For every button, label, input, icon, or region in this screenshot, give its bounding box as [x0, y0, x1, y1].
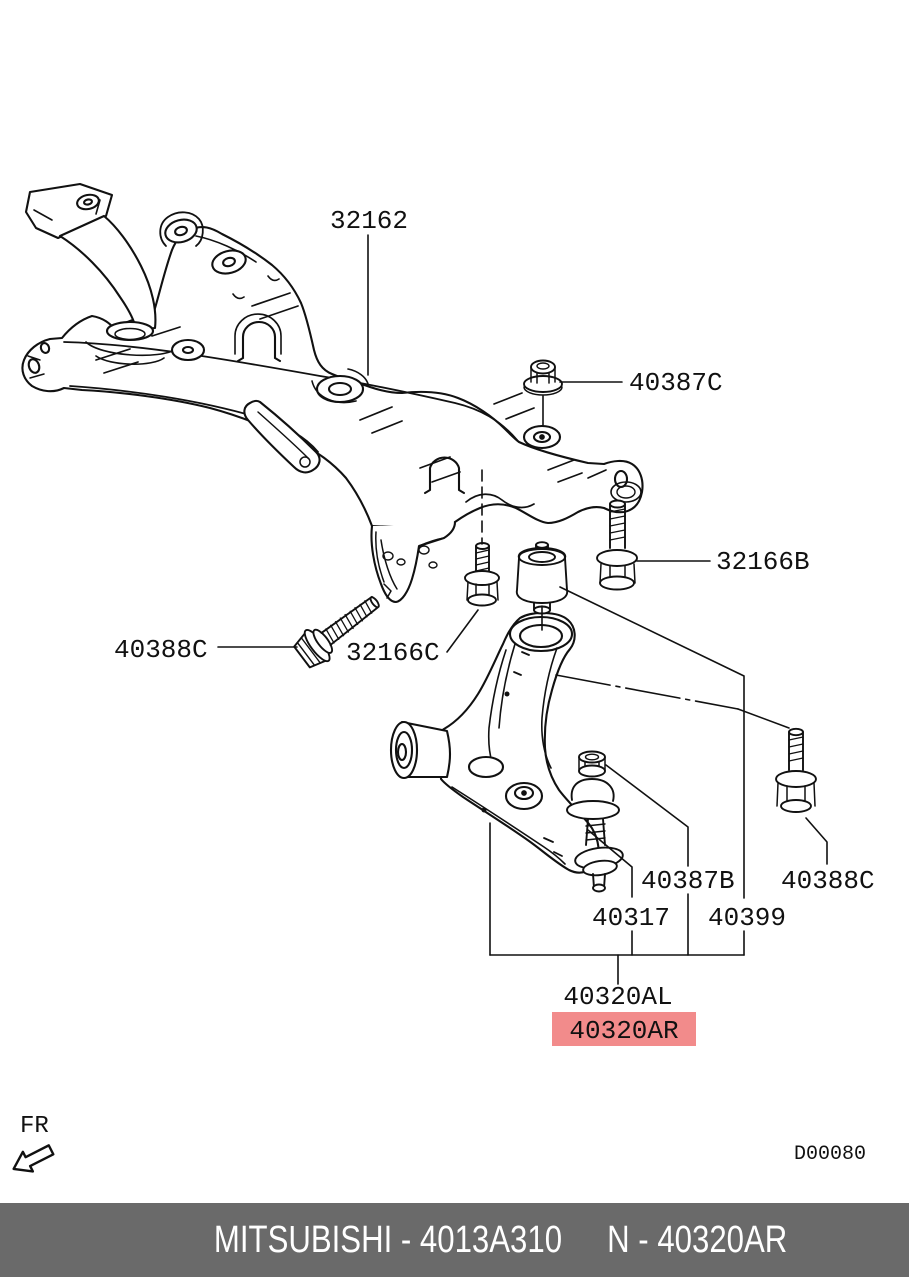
part-label-40387b[interactable]: 40387B [641, 866, 735, 896]
part-label-40320al[interactable]: 40320AL [563, 982, 672, 1012]
part-label-32166b[interactable]: 32166B [716, 547, 810, 577]
fr-label: FR [20, 1113, 49, 1140]
bushing-40399 [515, 541, 569, 615]
part-label-40388c-right[interactable]: 40388C [781, 866, 875, 896]
part-label-40399[interactable]: 40399 [708, 903, 786, 933]
arm-mount-bracket [370, 520, 457, 604]
control-arm-drawing [389, 611, 600, 874]
parts-diagram: 32162 40387C 32166B 40388C 32166C 40387B… [12, 182, 875, 1173]
selected-part-highlight [552, 1012, 696, 1046]
footer-selected-part: N - 40320AR [607, 1218, 788, 1261]
bolt-40388c-left [293, 595, 380, 669]
bolt-40388c-right [775, 727, 817, 813]
part-label-40317[interactable]: 40317 [592, 903, 670, 933]
leader-lines [217, 234, 828, 985]
part-label-32166c[interactable]: 32166C [346, 638, 440, 668]
control-arm-body [439, 611, 600, 874]
crossmember-tube [58, 214, 157, 332]
crossmember-drawing [21, 182, 644, 604]
front-direction-indicator: FR [12, 1113, 55, 1173]
footer-bar: MITSUBISHI - 4013A310 N - 40320AR [0, 1203, 909, 1277]
part-label-40388c-left[interactable]: 40388C [114, 635, 208, 665]
part-label-40320ar[interactable]: 40320AR [569, 1016, 678, 1046]
footer-brand-part: MITSUBISHI - 4013A310 [213, 1218, 562, 1261]
nut-40387b [578, 750, 606, 778]
callout-labels: 32162 40387C 32166B 40388C 32166C 40387B… [114, 206, 875, 1046]
part-label-32162[interactable]: 32162 [330, 206, 408, 236]
part-label-40387c[interactable]: 40387C [629, 368, 723, 398]
surface-hatching [95, 292, 607, 509]
drawing-code: D00080 [794, 1143, 866, 1166]
bolt-32166c [464, 542, 500, 607]
nut-40387c [523, 359, 563, 396]
fr-arrow-icon [12, 1144, 55, 1173]
bolt-32166b [596, 499, 638, 591]
ball-joint-40317 [566, 778, 624, 893]
